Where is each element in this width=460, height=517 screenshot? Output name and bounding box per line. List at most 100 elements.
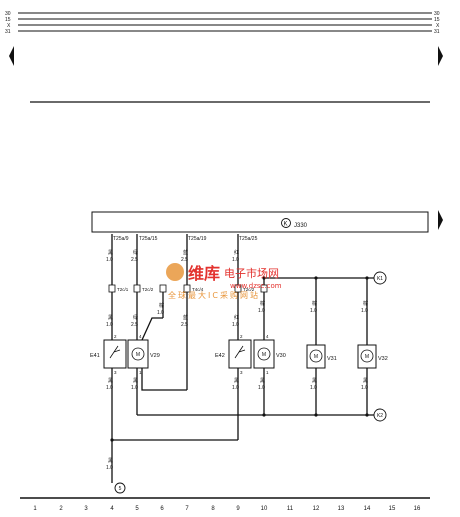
wire-size-16: 1.0 [258, 385, 265, 391]
wire-color-1: 黑 [108, 250, 113, 256]
wire-size-17: 1.0 [310, 385, 317, 391]
junction-dot [365, 413, 369, 417]
plug-2 [133, 284, 141, 293]
wire-color-11: 棕 [363, 300, 368, 307]
ruler-number: 11 [287, 506, 294, 512]
components [103, 339, 377, 369]
wire-color-16: 黑 [260, 378, 265, 384]
watermark-slogan: 全球最大IC采购网站 [168, 290, 260, 300]
wire-color-18: 黑 [363, 378, 368, 384]
switch-e41 [103, 339, 127, 369]
control-module-box [91, 211, 429, 233]
wire-color-13: 黑 [108, 378, 113, 384]
wire-size-9: 1.0 [258, 308, 265, 314]
wire-size-15: 1.0 [232, 385, 239, 391]
junction-dot [262, 276, 266, 280]
motor-v32-icon [360, 349, 374, 363]
watermark-url: www.dzsc.com [230, 282, 282, 290]
wire-color-14: 黑 [133, 378, 138, 384]
rail-label-x-right: X [436, 23, 440, 29]
wire-size-1: 1.0 [106, 257, 113, 263]
wire-size-6: 2.5 [131, 322, 138, 328]
wire-size-18: 1.0 [361, 385, 368, 391]
motor-v29-letter: M [136, 352, 140, 358]
watermark-brand: 维库 [188, 264, 220, 283]
ruler-number: 1 [33, 506, 37, 512]
motor-v29-icon [131, 347, 145, 361]
ruler-number: 10 [261, 506, 268, 512]
ruler-number: 8 [211, 506, 215, 512]
ruler-number: 15 [389, 506, 396, 512]
pin-e42-bottom: 3 [240, 370, 243, 375]
module-ref-circle [281, 218, 291, 228]
ruler-number: 16 [414, 506, 421, 512]
label-e42: E42 [215, 353, 225, 359]
rail-label-x-left: X [7, 23, 11, 29]
plug-6 [260, 284, 268, 293]
ruler-numbers: 1 2 3 4 5 6 7 8 9 10 11 12 13 14 15 16 [33, 506, 421, 512]
wire-size-ground: 1.0 [106, 465, 113, 471]
ruler-number: 3 [84, 506, 88, 512]
rail-label-31-right: 31 [434, 29, 440, 35]
connector-label-2: T25a/15 [139, 236, 158, 242]
watermark-title: 电子市场网 [224, 266, 279, 280]
wire-color-15: 黑 [234, 378, 239, 384]
plug-label-1: T2c/1 [117, 287, 129, 292]
wire-color-6: 绿 [133, 314, 138, 321]
motor-v29 [127, 339, 149, 369]
connector-label-4: T25a/25 [239, 236, 258, 242]
wire-size-14: 1.0 [131, 385, 138, 391]
motor-v32 [357, 344, 377, 369]
page-left-arrow-top [9, 46, 14, 66]
rail-label-30-right: 30 [434, 11, 440, 17]
page-right-arrow-top [438, 46, 443, 66]
ruler-number: 12 [313, 506, 320, 512]
pin-v29-bottom: 1 [139, 370, 142, 375]
module-ref-letter: K [284, 222, 288, 228]
connector-label-3: T25a/19 [188, 236, 207, 242]
wire-size-5: 1.0 [106, 322, 113, 328]
ruler-number: 6 [160, 506, 164, 512]
watermark: 维库 电子市场网 www.dzsc.com 全球最大IC采购网站 [166, 263, 282, 300]
label-v31: V31 [327, 356, 337, 362]
power-rails [18, 12, 432, 32]
watermark-logo-icon [166, 263, 184, 281]
junction-dot [365, 276, 369, 280]
wire-color-3: 蓝 [183, 249, 188, 256]
plug-5 [159, 284, 167, 293]
ruler-number: 7 [185, 506, 189, 512]
wire-size-4: 1.0 [232, 257, 239, 263]
motor-v30 [253, 339, 275, 369]
pin-e41-bottom: 3 [114, 370, 117, 375]
ruler-number: 2 [59, 506, 63, 512]
motor-v31 [306, 344, 326, 369]
ruler-number: 14 [364, 506, 371, 512]
ruler-number: 13 [338, 506, 345, 512]
plug-3 [183, 284, 191, 293]
pin-v30-top: 4 [266, 334, 269, 339]
plug-4 [234, 284, 242, 293]
rail-label-15-left: 15 [5, 17, 11, 23]
wire-size-10: 1.0 [310, 308, 317, 314]
label-v29: V29 [150, 353, 160, 359]
callout-k2-label: K2 [377, 413, 383, 419]
wire-color-4: 红 [234, 249, 239, 256]
plug-label-3: T4c/4 [192, 287, 204, 292]
callout-k1-label: K1 [377, 276, 383, 282]
callout-k2 [373, 408, 387, 422]
wire-color-2: 绿 [133, 249, 138, 256]
motor-v32-letter: M [365, 354, 369, 360]
switch-e41-icon [109, 345, 121, 359]
wire-size-12: 1.0 [157, 310, 164, 316]
wire-size-2: 2.5 [131, 257, 138, 263]
ground-callout [114, 482, 126, 494]
wire-size-13: 1.0 [106, 385, 113, 391]
wire-color-12: 棕 [159, 302, 164, 309]
wire-color-9: 棕 [260, 300, 265, 307]
motor-v30-letter: M [262, 352, 266, 358]
module-code: J330 [294, 223, 308, 229]
wire-color-ground: 黑 [108, 458, 113, 464]
switch-e42 [228, 339, 252, 369]
connector-label-1: T25a/9 [113, 236, 129, 242]
